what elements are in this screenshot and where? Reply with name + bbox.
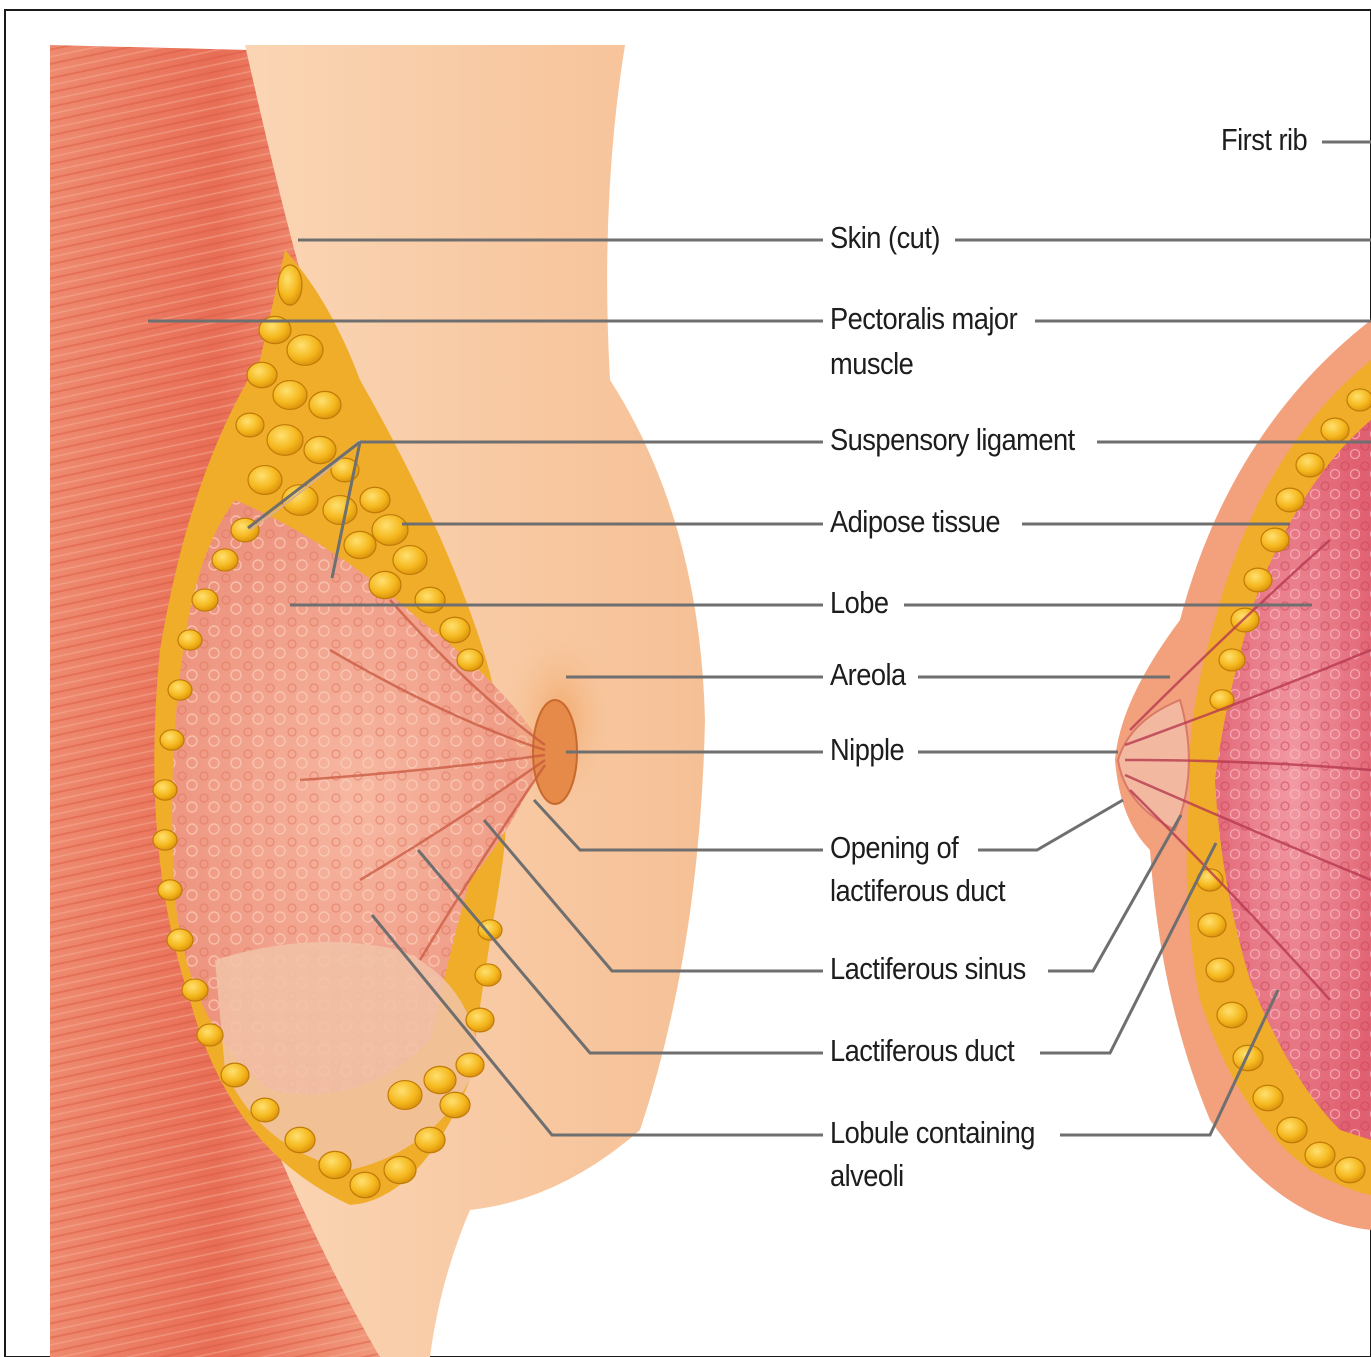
- fat-lobule: [168, 680, 192, 700]
- fat-lobule: [344, 531, 376, 558]
- fat-lobule: [1217, 1002, 1247, 1028]
- fat-lobule: [1347, 389, 1371, 411]
- fat-lobule: [160, 730, 184, 750]
- label-lobule-2: alveoli: [830, 1154, 904, 1198]
- fat-lobule: [456, 1053, 484, 1077]
- fat-lobule: [1305, 1142, 1335, 1168]
- label-suspensory-ligament: Suspensory ligament: [830, 418, 1075, 462]
- fat-lobule: [1277, 1117, 1307, 1143]
- fat-lobule: [1206, 958, 1234, 982]
- fat-lobule: [212, 549, 238, 571]
- fat-lobule: [393, 546, 427, 575]
- fat-lobule: [1219, 649, 1245, 671]
- fat-lobule: [415, 587, 445, 613]
- label-areola: Areola: [830, 653, 906, 697]
- fat-lobule: [248, 466, 282, 495]
- fat-lobule: [440, 617, 470, 643]
- label-skin-cut: Skin (cut): [830, 216, 940, 260]
- fat-lobule: [319, 1151, 351, 1178]
- fat-lobule: [221, 1063, 249, 1087]
- fat-lobule: [457, 649, 483, 671]
- fat-lobule: [304, 436, 336, 463]
- fat-lobule: [1261, 528, 1289, 552]
- fat-lobule: [369, 571, 401, 598]
- label-adipose-tissue: Adipose tissue: [830, 500, 1000, 544]
- label-opening-2: lactiferous duct: [830, 869, 1005, 913]
- fat-lobule: [323, 496, 357, 525]
- fat-lobule: [247, 362, 277, 388]
- label-first-rib: First rib: [1221, 118, 1307, 162]
- fat-lobule: [388, 1081, 422, 1110]
- fat-lobule: [475, 964, 501, 986]
- label-opening-1: Opening of: [830, 826, 958, 870]
- fat-lobule: [278, 265, 302, 305]
- fat-lobule: [153, 830, 177, 850]
- fat-lobule: [350, 1172, 380, 1198]
- fat-lobule: [192, 589, 218, 611]
- fat-lobule: [182, 979, 208, 1001]
- fat-lobule: [415, 1127, 445, 1153]
- fat-lobule: [1233, 1045, 1263, 1071]
- fat-lobule: [158, 880, 182, 900]
- label-pectoralis-major-1: Pectoralis major: [830, 297, 1017, 341]
- label-lobe: Lobe: [830, 581, 889, 625]
- label-nipple: Nipple: [830, 728, 904, 772]
- fat-lobule: [167, 929, 193, 951]
- fat-lobule: [384, 1156, 416, 1183]
- fat-lobule: [360, 487, 390, 513]
- fat-lobule: [1276, 488, 1304, 512]
- fat-lobule: [1244, 568, 1272, 592]
- fat-lobule: [251, 1098, 279, 1122]
- fat-lobule: [153, 780, 177, 800]
- fat-lobule: [285, 1127, 315, 1153]
- label-lactiferous-duct: Lactiferous duct: [830, 1029, 1014, 1073]
- fat-lobule: [440, 1092, 470, 1118]
- fat-lobule: [466, 1008, 494, 1032]
- fat-lobule: [287, 335, 323, 366]
- fat-lobule: [1198, 913, 1226, 937]
- fat-lobule: [1296, 453, 1324, 477]
- fat-lobule: [309, 391, 341, 418]
- label-lobule-1: Lobule containing: [830, 1111, 1035, 1155]
- fat-lobule: [372, 515, 408, 546]
- fat-lobule: [267, 425, 303, 456]
- label-lactiferous-sinus: Lactiferous sinus: [830, 947, 1026, 991]
- fat-lobule: [1335, 1157, 1365, 1183]
- fat-lobule: [197, 1024, 223, 1046]
- fat-lobule: [1321, 418, 1349, 442]
- fat-lobule: [273, 381, 307, 410]
- fat-lobule: [424, 1066, 456, 1093]
- fat-lobule: [236, 413, 264, 437]
- fat-lobule: [1253, 1085, 1283, 1111]
- label-pectoralis-major-2: muscle: [830, 342, 913, 386]
- fat-lobule: [178, 630, 202, 650]
